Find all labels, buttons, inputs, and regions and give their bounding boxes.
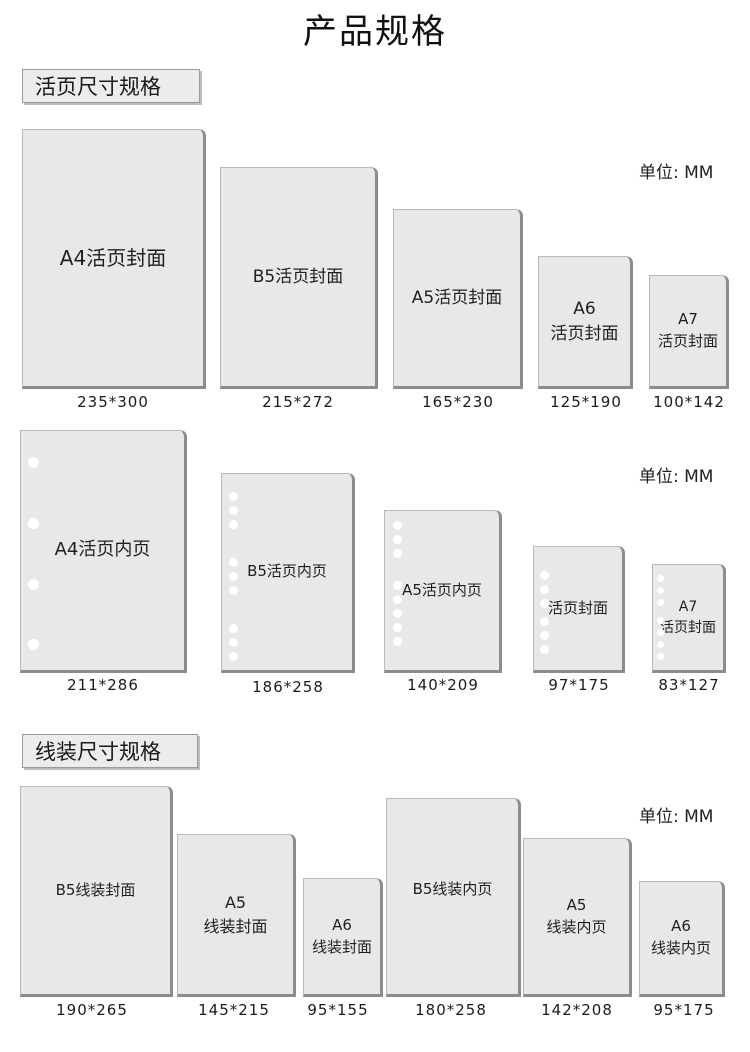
card-label-sub: 活页封面	[660, 619, 716, 636]
punch-hole	[229, 638, 238, 647]
card-a5-cover: A5活页封面	[393, 209, 523, 389]
punch-hole	[540, 571, 549, 580]
punch-hole	[657, 641, 664, 648]
section-header-thread-bound: 线装尺寸规格	[22, 734, 198, 768]
size-label: 100*142	[653, 393, 725, 411]
punch-hole	[229, 492, 238, 501]
card-label-sub: 线装封面	[311, 937, 372, 956]
punch-hole	[540, 631, 549, 640]
card-a4-inner: A4活页内页	[20, 430, 187, 673]
size-label: 165*230	[422, 393, 494, 411]
card-a7-inner: A7 活页封面	[652, 564, 726, 673]
card-label: B5线装封面	[55, 880, 136, 899]
punch-hole	[657, 575, 664, 582]
punch-hole	[657, 629, 664, 636]
punch-hole	[229, 506, 238, 515]
punch-hole	[229, 586, 238, 595]
punch-hole	[657, 617, 664, 624]
card-label: A7	[678, 599, 698, 616]
size-label: 215*272	[262, 393, 334, 411]
card-label: B5活页封面	[252, 266, 344, 287]
punch-hole	[28, 518, 39, 529]
size-label: 211*286	[67, 676, 139, 694]
card-label: A6	[573, 298, 596, 319]
card-b5-thread-inner: B5线装内页	[386, 798, 521, 997]
section-header-loose-leaf: 活页尺寸规格	[22, 69, 200, 103]
card-a5-thread-cover: A5 线装封面	[177, 834, 296, 997]
card-label: A4活页内页	[54, 539, 151, 561]
unit-label-row3: 单位: MM	[639, 807, 714, 827]
size-label: 140*209	[407, 676, 479, 694]
card-b5-cover: B5活页封面	[220, 167, 378, 389]
card-label: B5线装内页	[412, 880, 493, 898]
punch-hole	[657, 587, 664, 594]
size-label: 142*208	[541, 1001, 613, 1019]
card-label: A4活页封面	[59, 245, 167, 270]
size-label: 186*258	[252, 678, 324, 696]
punch-hole	[393, 623, 402, 632]
size-label: 190*265	[56, 1001, 128, 1019]
punch-hole	[28, 639, 39, 650]
punch-hole	[229, 520, 238, 529]
card-label: A5活页封面	[411, 287, 503, 308]
punch-hole	[393, 609, 402, 618]
card-label: A5	[224, 893, 247, 913]
card-label: A7	[678, 310, 698, 329]
unit-label-row2: 单位: MM	[639, 467, 714, 487]
punch-hole	[540, 617, 549, 626]
punch-hole	[657, 599, 664, 606]
size-label: 95*175	[653, 1001, 715, 1019]
card-label-sub: 活页封面	[657, 332, 718, 350]
card-a6-cover: A6 活页封面	[538, 256, 633, 389]
punch-hole	[393, 581, 402, 590]
card-label: A5	[566, 895, 587, 914]
punch-hole	[229, 558, 238, 567]
punch-hole	[540, 645, 549, 654]
card-a5-thread-inner: A5 线装内页	[523, 838, 632, 997]
punch-hole	[393, 637, 402, 646]
card-a6-thread-cover: A6 线装封面	[303, 878, 383, 997]
punch-hole	[657, 653, 664, 660]
punch-hole	[229, 652, 238, 661]
size-label: 235*300	[77, 393, 149, 411]
page-title: 产品规格	[303, 12, 447, 52]
punch-hole	[540, 585, 549, 594]
punch-hole	[393, 595, 402, 604]
card-a4-cover: A4活页封面	[22, 129, 206, 389]
card-label: A6	[332, 915, 352, 934]
punch-hole	[393, 535, 402, 544]
punch-hole	[28, 457, 39, 468]
card-label: A6	[671, 917, 691, 936]
punch-hole	[393, 549, 402, 558]
size-label: 97*175	[548, 676, 610, 694]
card-a6-thread-inner: A6 线装内页	[639, 881, 725, 997]
size-label: 95*155	[307, 1001, 369, 1019]
card-label-sub: 线装内页	[650, 939, 711, 957]
punch-hole	[28, 579, 39, 590]
card-a7-cover: A7 活页封面	[649, 275, 729, 389]
card-label-sub: 活页封面	[550, 323, 619, 344]
size-label: 180*258	[415, 1001, 487, 1019]
size-label: 83*127	[658, 676, 720, 694]
unit-label-row1: 单位: MM	[639, 163, 714, 183]
size-label: 145*215	[198, 1001, 270, 1019]
punch-hole	[540, 599, 549, 608]
card-label: A5活页内页	[402, 580, 482, 599]
card-label-sub: 线装内页	[546, 917, 607, 936]
card-label-sub: 线装封面	[203, 916, 268, 936]
punch-hole	[229, 572, 238, 581]
card-b5-inner: B5活页内页	[221, 473, 355, 673]
card-label: 活页封面	[547, 598, 608, 617]
card-a5-inner: A5活页内页	[384, 510, 502, 673]
card-label: B5活页内页	[247, 562, 327, 581]
punch-hole	[229, 624, 238, 633]
punch-hole	[393, 521, 402, 530]
card-a6-inner: 活页封面	[533, 546, 625, 673]
size-label: 125*190	[550, 393, 622, 411]
card-b5-thread-cover: B5线装封面	[20, 786, 173, 997]
